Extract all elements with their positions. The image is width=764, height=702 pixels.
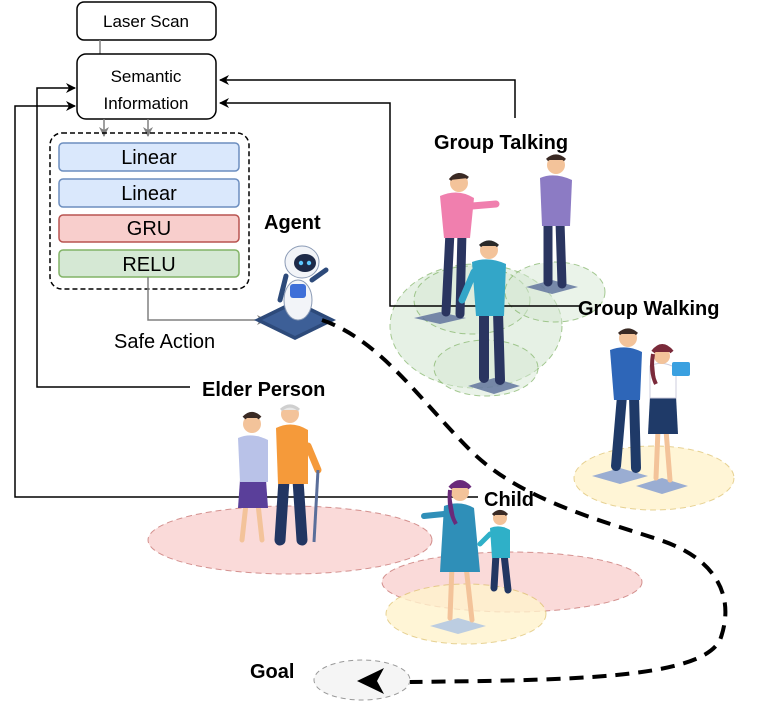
group-talking-people-icon <box>414 154 578 394</box>
layer-relu <box>58 249 240 278</box>
group-talking-feedback-arrow <box>219 75 516 118</box>
group-talking-label: Group Talking <box>434 132 568 154</box>
laser-scan-box <box>76 1 217 41</box>
layer-relu-label: RELU <box>122 254 175 276</box>
agent-label: Agent <box>264 212 321 234</box>
planned-path <box>321 318 728 684</box>
layer-gru <box>58 214 240 243</box>
agent-robot-icon <box>254 245 336 340</box>
child-people-icon <box>421 480 512 634</box>
elder-person-feedback-arrow <box>36 83 190 388</box>
laser-scan-label: Laser Scan <box>103 12 189 31</box>
semantic-information-box <box>76 53 217 120</box>
child-zone-yellow <box>385 583 547 645</box>
network-block <box>49 132 250 290</box>
layer-linear-1-label: Linear <box>121 147 177 169</box>
elder-people-icon <box>238 404 322 546</box>
semantic-label-line1: Semantic <box>111 67 182 86</box>
elder-person-zone <box>147 505 433 575</box>
safe-action-label: Safe Action <box>114 331 215 353</box>
group-walking-label: Group Walking <box>578 298 719 320</box>
elder-person-label: Elder Person <box>202 379 325 401</box>
goal-label: Goal <box>250 661 294 683</box>
path-arrowhead-icon <box>357 668 384 694</box>
layer-linear-2 <box>58 178 240 208</box>
safe-action-arrow <box>147 277 267 325</box>
layer-linear-1 <box>58 142 240 172</box>
group-walking-people-icon <box>592 328 690 494</box>
layer-gru-label: GRU <box>127 218 171 240</box>
layer-linear-2-label: Linear <box>121 183 177 205</box>
semantic-label-line2: Information <box>103 94 188 113</box>
child-label: Child <box>484 489 534 511</box>
